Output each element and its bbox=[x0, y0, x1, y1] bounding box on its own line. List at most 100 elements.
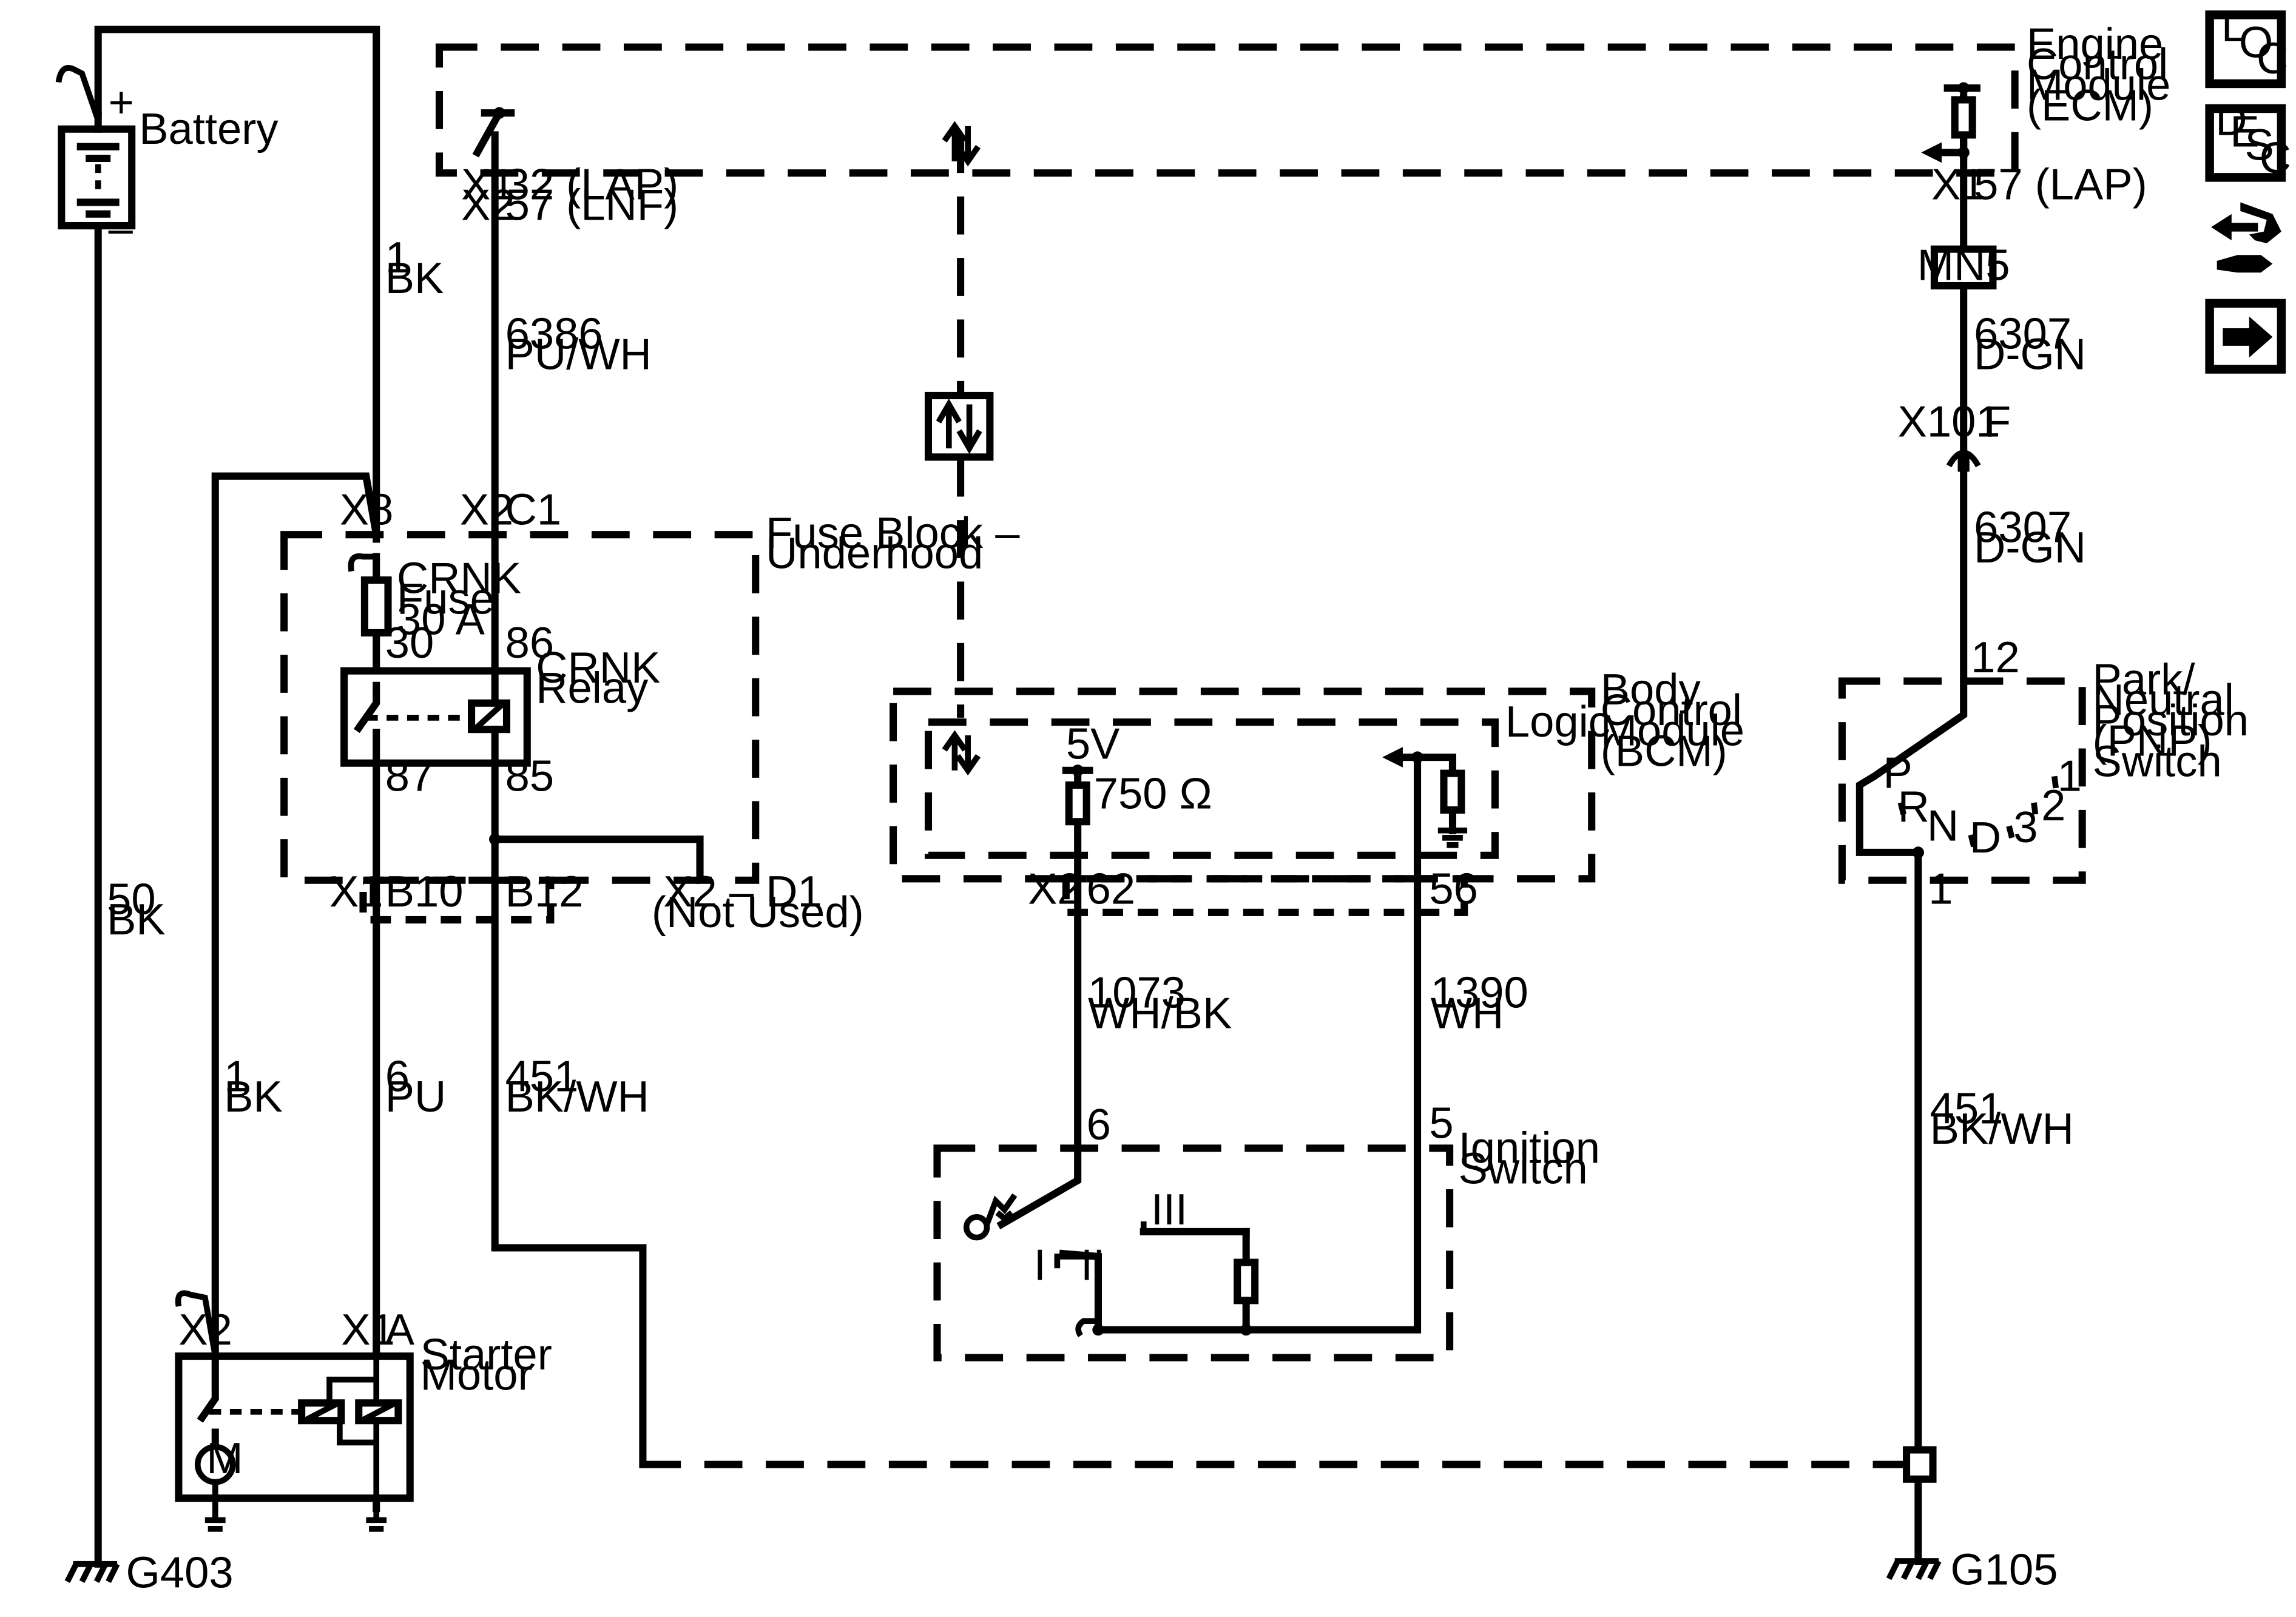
ground-g105-icon bbox=[1886, 1558, 1942, 1581]
bcm-logic-input bbox=[1382, 747, 1468, 848]
bcm-x2-label: X2 bbox=[1028, 864, 1082, 913]
pnp-pos-3: 3 bbox=[2013, 803, 2038, 852]
pnp-pos-p: P bbox=[1883, 749, 1912, 798]
wire-6386-num: 6386 bbox=[505, 309, 603, 359]
ign-pos-iii: III bbox=[1151, 1185, 1187, 1234]
wire-50bk-color: BK bbox=[107, 895, 166, 944]
wire-6386-color: PU/WH bbox=[505, 330, 652, 379]
bcm-serial-arrows-icon bbox=[942, 730, 981, 776]
not-used-label: (Not Used) bbox=[652, 888, 864, 937]
x101-connector bbox=[1946, 450, 1981, 472]
pnp-switch-box bbox=[1838, 677, 2086, 884]
wire-1bk-top-color: BK bbox=[385, 254, 444, 303]
pin-57-lnf: 57 (LNF) bbox=[505, 180, 679, 229]
pnp-label-2: Neutral bbox=[2093, 675, 2234, 724]
starter-motor bbox=[175, 1290, 414, 1532]
desc-button[interactable]: D E S C bbox=[2205, 95, 2291, 183]
svg-text:D: D bbox=[2215, 95, 2247, 144]
ignition-switch-box bbox=[933, 1144, 1454, 1362]
wire-1bk-low-num: 1 bbox=[224, 1052, 248, 1101]
ecm-x1-label: X1 bbox=[461, 160, 515, 209]
x101-f-label: F bbox=[1984, 397, 2011, 447]
crnk-fuse-label-2: Fuse bbox=[397, 575, 495, 624]
starter-x2-label: X2 bbox=[178, 1305, 232, 1354]
pnp-pos-d: D bbox=[1970, 813, 2001, 862]
b10-label: B10 bbox=[385, 867, 464, 916]
ignition-key-symbol bbox=[963, 1193, 1259, 1337]
ecm-label-3: Module bbox=[2027, 60, 2170, 109]
g105-splice bbox=[1903, 1446, 1937, 1483]
wire-6307a-color: D-GN bbox=[1974, 330, 2086, 379]
x2-d1-label: X2 – D1 bbox=[663, 867, 822, 916]
bcm-label-2: Control bbox=[1601, 686, 1742, 735]
next-arrow-icon[interactable] bbox=[2205, 299, 2286, 374]
crnk-fuse-label-3: 30 A bbox=[397, 595, 485, 644]
ign-pos-i: I bbox=[1034, 1241, 1046, 1290]
wire-6307a-num: 6307 bbox=[1974, 309, 2071, 359]
c1-label: C1 bbox=[505, 485, 562, 534]
wire-451r-color: BK/WH bbox=[1930, 1104, 2074, 1153]
connector-tool-icon[interactable] bbox=[2211, 202, 2281, 273]
ign-pin-6: 6 bbox=[1087, 1100, 1111, 1149]
loc-button[interactable]: L O C bbox=[2205, 2, 2289, 89]
svg-text:C: C bbox=[2260, 133, 2291, 183]
ignition-label-1: Ignition bbox=[1459, 1124, 1600, 1173]
wire-1bk-low-color: BK bbox=[224, 1072, 283, 1121]
wire-1073-num: 1073 bbox=[1088, 968, 1186, 1018]
bcm-logic-box bbox=[924, 718, 1499, 859]
bcm-pullup-750 bbox=[1062, 765, 1093, 826]
wire-1bk-top-num: 1 bbox=[385, 233, 410, 282]
relay-pin-30: 30 bbox=[385, 618, 434, 667]
g403-label: G403 bbox=[126, 1548, 234, 1597]
battery-minus: – bbox=[109, 204, 133, 253]
pnp-pin-12: 12 bbox=[1971, 633, 2020, 682]
svg-text:E: E bbox=[2230, 107, 2259, 157]
bcm-pin-62: 62 bbox=[1087, 864, 1136, 913]
serial-data-module-icon bbox=[924, 391, 994, 461]
pnp-label-5: Switch bbox=[2093, 737, 2222, 786]
battery-plus: + bbox=[109, 78, 134, 127]
starter-x1-label: X1 bbox=[341, 1305, 395, 1354]
fuse-block-x1-connector bbox=[359, 876, 555, 923]
crnk-relay-label-1: CRNK bbox=[536, 643, 660, 692]
fuse-block-label-1: Fuse Block – bbox=[766, 508, 1020, 558]
x8-terminal bbox=[348, 553, 377, 572]
relay-pin-85: 85 bbox=[505, 752, 555, 801]
ecm-label-1: Engine bbox=[2027, 19, 2163, 69]
bcm-5v-label: 5V bbox=[1066, 719, 1120, 768]
ecm-box bbox=[435, 43, 2019, 177]
fuse-block-label-2: Underhood bbox=[766, 529, 983, 578]
x8-label: X8 bbox=[340, 485, 394, 534]
bcm-x2-connector bbox=[1062, 875, 1468, 916]
pnp-pos-r: R bbox=[1898, 782, 1930, 831]
battery-label: Battery bbox=[139, 104, 279, 154]
pin-32-lap: 32 (LAP) bbox=[505, 160, 679, 209]
mn5-splice: MN5 bbox=[1917, 240, 2010, 289]
pnp-pos-2: 2 bbox=[2041, 781, 2065, 830]
wire-451l-color: BK/WH bbox=[505, 1072, 649, 1121]
wire-1390-num: 1390 bbox=[1431, 968, 1528, 1018]
ecm-right-x1: X1 bbox=[1931, 160, 1985, 209]
starter-label-1: Starter bbox=[420, 1330, 552, 1379]
mn5-label: MN5 bbox=[1917, 240, 2010, 289]
pin-57-lap: 57 (LAP) bbox=[1974, 160, 2147, 209]
bcm-pin-56: 56 bbox=[1429, 864, 1478, 913]
relay-pin-86: 86 bbox=[505, 618, 555, 667]
pnp-pos-1: 1 bbox=[2058, 752, 2082, 801]
serial-data-arrows-icon bbox=[942, 121, 981, 167]
ign-pos-ii: II bbox=[1081, 1241, 1105, 1290]
x2-c1-label: X2 bbox=[460, 485, 514, 534]
bcm-label-4: (BCM) bbox=[1601, 727, 1727, 776]
ign-pin-5: 5 bbox=[1429, 1098, 1453, 1147]
bcm-750-label: 750 Ω bbox=[1094, 769, 1212, 819]
wire-6pu-num: 6 bbox=[385, 1052, 410, 1101]
fuse-x1-label: X1 bbox=[329, 867, 383, 916]
logic-label: Logic bbox=[1505, 697, 1610, 746]
pnp-contacts bbox=[1897, 775, 2059, 859]
ecm-pullup-resistor bbox=[1921, 82, 1980, 163]
b12-label: B12 bbox=[505, 867, 584, 916]
x101-label: X101 bbox=[1898, 397, 2001, 447]
crnk-relay-label-2: Relay bbox=[536, 664, 649, 713]
svg-text:C: C bbox=[2257, 34, 2288, 83]
ignition-label-2: Switch bbox=[1459, 1144, 1588, 1193]
